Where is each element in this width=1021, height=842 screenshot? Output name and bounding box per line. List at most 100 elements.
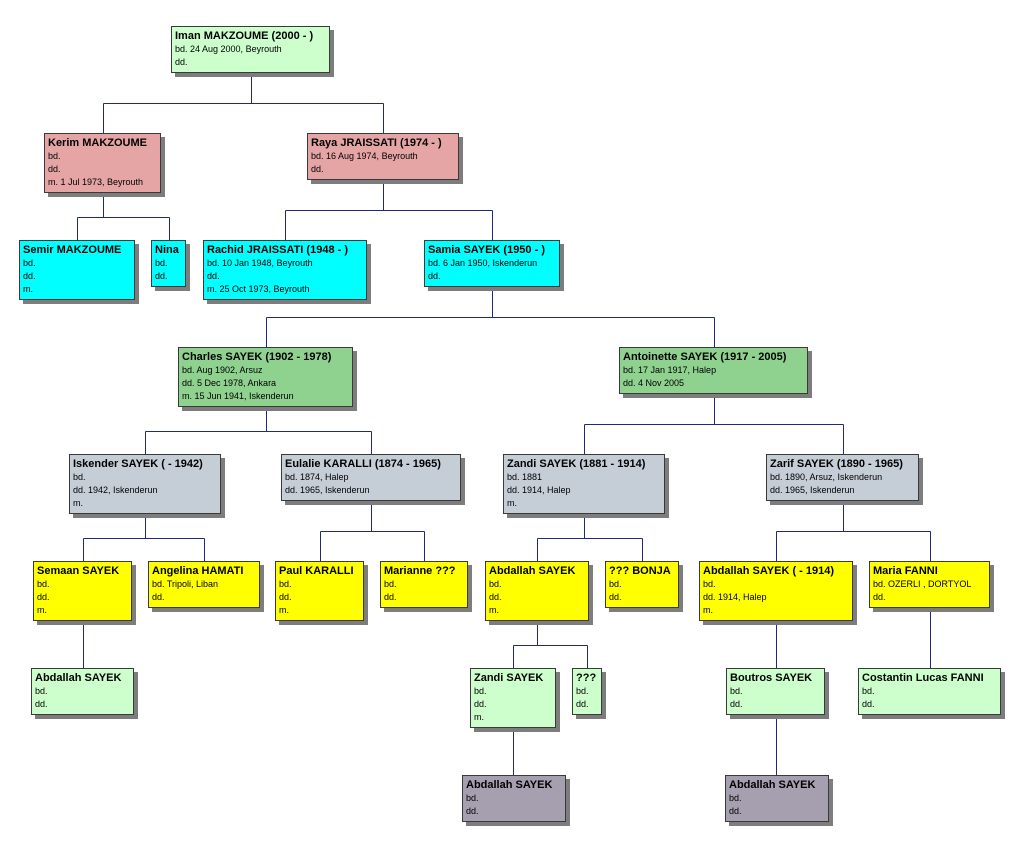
- person-detail: m.: [703, 605, 713, 615]
- person-detail: m.: [279, 605, 289, 615]
- person-box-samia-sayek-1950[interactable]: Samia SAYEK (1950 - )bd. 6 Jan 1950, Isk…: [424, 240, 560, 287]
- person-name: Abdallah SAYEK: [729, 779, 816, 791]
- person-name: Abdallah SAYEK ( - 1914): [703, 565, 835, 577]
- person-detail: dd.: [862, 699, 875, 709]
- person-detail: bd.: [862, 686, 875, 696]
- person-box-zandi-sayek-1881-1914[interactable]: Zandi SAYEK (1881 - 1914) bd. 1881 dd. 191…: [503, 454, 665, 514]
- person-box-rachid-jraissati-1948[interactable]: Rachid JRAISSATI (1948 - ) bd. 10 Jan 194…: [203, 240, 367, 300]
- person-detail: m. 1 Jul 1973, Beyrouth: [48, 177, 144, 187]
- person-name: Abdallah SAYEK: [466, 779, 553, 791]
- person-name: Iman MAKZOUME (2000 - ): [175, 30, 314, 42]
- person-detail: dd. 5 Dec 1978, Ankara: [182, 378, 277, 388]
- person-name: Boutros SAYEK: [730, 672, 813, 684]
- person-detail: bd.: [466, 793, 479, 803]
- person-detail: dd.: [37, 592, 50, 602]
- person-box-charles-sayek-1902-1978[interactable]: Charles SAYEK (1902 - 1978)bd. Aug 1902,…: [178, 347, 353, 407]
- person-detail: dd.: [23, 271, 36, 281]
- person-box-unknown[interactable]: ???bd.dd.: [572, 668, 602, 715]
- person-detail: dd.: [48, 164, 61, 174]
- person-name: Zandi SAYEK (1881 - 1914): [507, 458, 646, 470]
- person-detail: bd.: [155, 258, 168, 268]
- person-box-zarif-sayek-1890-1965[interactable]: Zarif SAYEK (1890 - 1965) bd. 1890, Arsuz…: [766, 454, 919, 501]
- person-detail: bd. 16 Aug 1974, Beyrouth: [311, 151, 418, 161]
- person-detail: dd.: [207, 271, 220, 281]
- person-detail: dd.: [35, 699, 48, 709]
- person-name: Eulalie KARALLI (1874 - 1965): [285, 458, 441, 470]
- person-detail: dd.: [279, 592, 292, 602]
- person-detail: bd.: [730, 686, 743, 696]
- person-box-iskender-sayek-1942[interactable]: Iskender SAYEK ( - 1942) bd. dd. 1942, Isk…: [69, 454, 221, 514]
- person-detail: dd.: [873, 592, 886, 602]
- person-detail: bd.: [703, 579, 716, 589]
- person-box-marianne[interactable]: Marianne ???bd.dd.: [380, 561, 468, 608]
- person-detail: dd. 1914, Halep: [703, 592, 767, 602]
- person-name: Iskender SAYEK ( - 1942): [73, 458, 203, 470]
- person-detail: m. 25 Oct 1973, Beyrouth: [207, 284, 310, 294]
- person-detail: bd. Tripoli, Liban: [152, 579, 219, 589]
- person-detail: dd.: [576, 699, 589, 709]
- person-box-angelina-hamati[interactable]: Angelina HAMATI bd. Tripoli, Liban dd.: [148, 561, 260, 608]
- person-name: Rachid JRAISSATI (1948 - ): [207, 244, 348, 256]
- person-name: Abdallah SAYEK: [489, 565, 576, 577]
- person-detail: bd.: [729, 793, 742, 803]
- person-detail: dd. 1914, Halep: [507, 485, 571, 495]
- person-detail: bd.: [48, 151, 61, 161]
- person-detail: dd.: [175, 57, 188, 67]
- person-detail: dd.: [730, 699, 743, 709]
- person-detail: dd.: [152, 592, 165, 602]
- person-box-eulalie-karalli-1874-1965[interactable]: Eulalie KARALLI (1874 - 1965) bd. 1874, H…: [281, 454, 461, 501]
- person-name: Maria FANNI: [873, 565, 938, 577]
- person-name: Zarif SAYEK (1890 - 1965): [770, 458, 903, 470]
- person-box-raya-jraissati-1974[interactable]: Raya JRAISSATI (1974 - ) bd. 16 Aug 1974,…: [307, 133, 459, 180]
- person-name: Charles SAYEK (1902 - 1978): [182, 351, 332, 363]
- person-box-costantin-lucas-fanni[interactable]: Costantin Lucas FANNI bd. dd.: [858, 668, 1001, 715]
- person-detail: bd.: [609, 579, 622, 589]
- person-box-paul-karalli[interactable]: Paul KARALLI bd. dd. m.: [275, 561, 364, 621]
- person-name: Antoinette SAYEK (1917 - 2005): [623, 351, 787, 363]
- person-detail: dd. 1942, Iskenderun: [73, 485, 158, 495]
- person-box-antoinette-sayek-1917-2005[interactable]: Antoinette SAYEK (1917 - 2005)bd. 17 Jan…: [619, 347, 808, 394]
- person-detail: dd.: [428, 271, 441, 281]
- person-detail: bd. 1874, Halep: [285, 472, 349, 482]
- person-detail: dd.: [384, 592, 397, 602]
- person-name: Costantin Lucas FANNI: [862, 672, 984, 684]
- person-detail: bd. 10 Jan 1948, Beyrouth: [207, 258, 313, 268]
- person-name: Raya JRAISSATI (1974 - ): [311, 137, 442, 149]
- person-detail: bd.: [37, 579, 50, 589]
- person-detail: m.: [507, 498, 517, 508]
- person-detail: m.: [73, 498, 83, 508]
- person-detail: bd. 24 Aug 2000, Beyrouth: [175, 44, 282, 54]
- person-detail: bd.: [576, 686, 589, 696]
- person-detail: dd.: [474, 699, 487, 709]
- person-detail: bd. 1890, Arsuz, Iskenderun: [770, 472, 883, 482]
- person-detail: dd. 1965, Iskenderun: [770, 485, 855, 495]
- person-detail: bd.: [279, 579, 292, 589]
- person-detail: bd.: [23, 258, 36, 268]
- person-detail: bd.: [73, 472, 86, 482]
- person-detail: bd. 6 Jan 1950, Iskenderun: [428, 258, 538, 268]
- person-detail: m.: [23, 284, 33, 294]
- person-box-boutros-sayek[interactable]: Boutros SAYEK bd. dd.: [726, 668, 825, 715]
- person-box-abdallah-sayek-1914[interactable]: Abdallah SAYEK ( - 1914) bd. dd. 1914, Hal…: [699, 561, 853, 621]
- person-name: Angelina HAMATI: [152, 565, 244, 577]
- person-detail: bd. OZERLI , DORTYOL: [873, 579, 972, 589]
- person-detail: bd.: [489, 579, 502, 589]
- person-name: Abdallah SAYEK: [35, 672, 122, 684]
- person-name: Nina: [155, 244, 179, 256]
- person-box-maria-fanni[interactable]: Maria FANNI bd. OZERLI , DORTYOL dd.: [869, 561, 990, 608]
- person-box-iman-makzoume-2000[interactable]: Iman MAKZOUME (2000 - ) bd. 24 Aug 2000, …: [171, 26, 330, 73]
- person-detail: bd. 1881: [507, 472, 543, 482]
- person-detail: bd.: [474, 686, 487, 696]
- person-name: Paul KARALLI: [279, 565, 354, 577]
